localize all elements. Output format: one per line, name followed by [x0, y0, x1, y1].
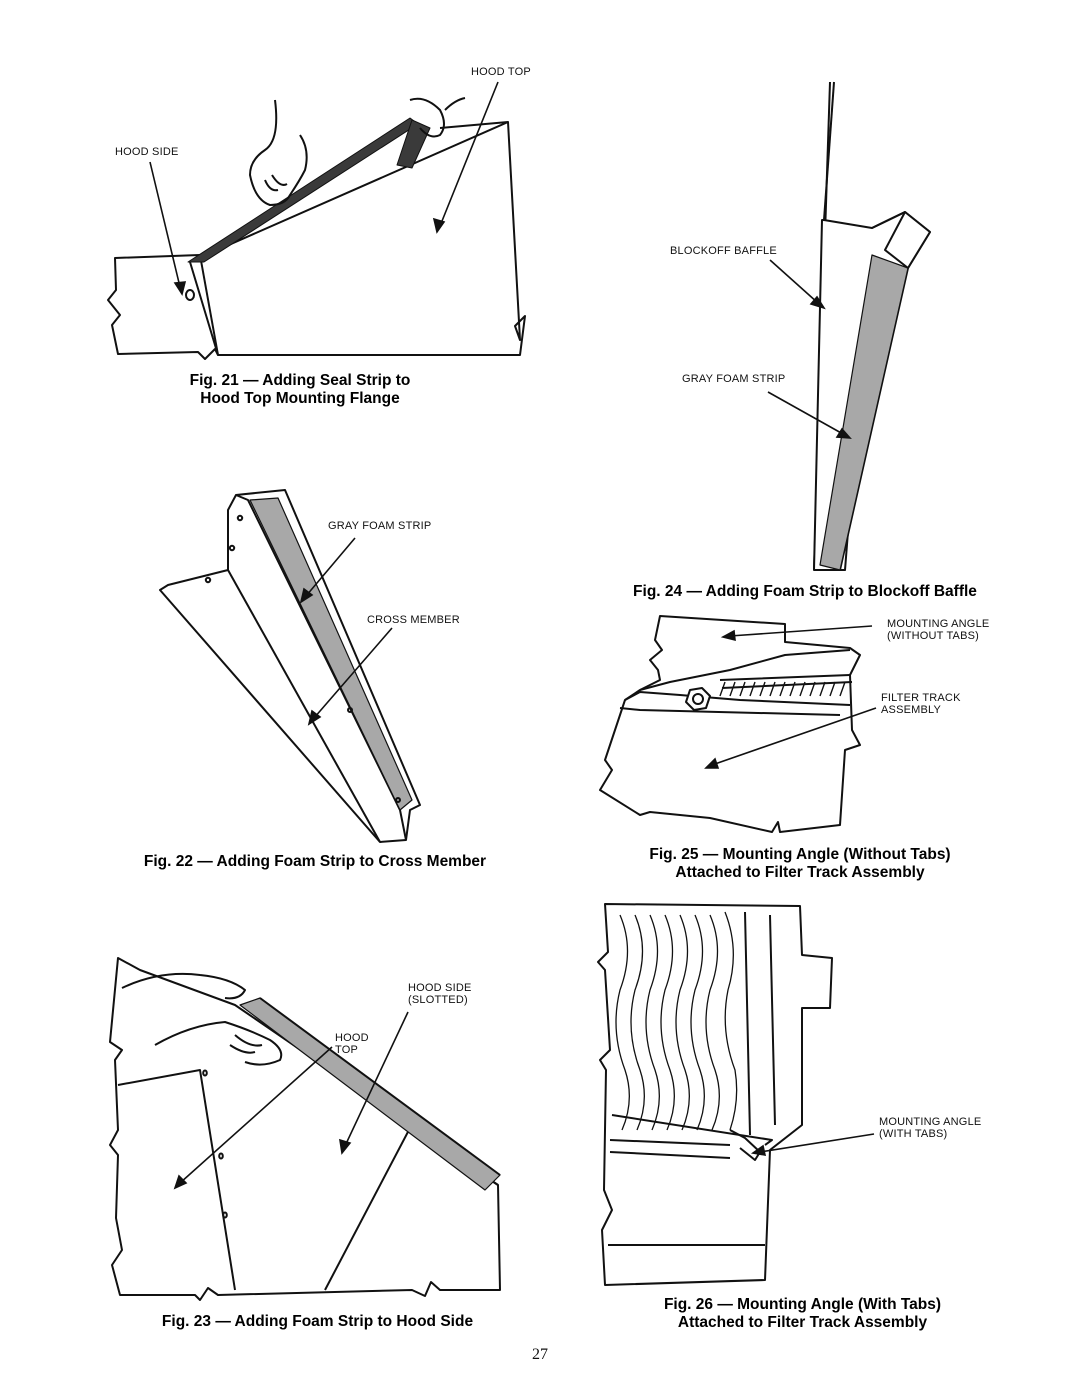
figure-24-drawing [767, 81, 931, 571]
figure-26-caption: Fig. 26 — Mounting Angle (With Tabs) Att… [625, 1296, 980, 1332]
page-number: 27 [532, 1346, 548, 1363]
figure-21-illustration: HOOD TOP HOOD SIDE [0, 0, 540, 370]
figure-26-illustration: MOUNTING ANGLE (WITH TABS) [540, 890, 1080, 1300]
label-line: ASSEMBLY [881, 704, 942, 716]
caption-line: Fig. 26 — Mounting Angle (With Tabs) [663, 1296, 942, 1313]
label-mounting-angle-with-tabs: MOUNTING ANGLE (WITH TABS) [879, 1116, 981, 1140]
caption-line: Fig. 21 — Adding Seal Strip to [189, 372, 411, 389]
figure-22-caption: Fig. 22 — Adding Foam Strip to Cross Mem… [143, 853, 487, 870]
label-line: HOOD [335, 1032, 369, 1044]
caption-line: Attached to Filter Track Assembly [675, 864, 925, 881]
caption-line: Fig. 25 — Mounting Angle (Without Tabs) [649, 846, 951, 863]
label-hood-top: HOOD TOP [335, 1032, 369, 1056]
figure-25-caption: Fig. 25 — Mounting Angle (Without Tabs) … [615, 846, 985, 882]
figure-25-illustration: MOUNTING ANGLE (WITHOUT TABS) FILTER TRA… [540, 600, 1080, 840]
label-blockoff-baffle: BLOCKOFF BAFFLE [670, 245, 777, 257]
label-hood-top: HOOD TOP [471, 66, 531, 78]
figure-26-drawing [597, 903, 875, 1286]
caption-line: Hood Top Mounting Flange [200, 390, 400, 407]
figure-23-illustration: HOOD SIDE (SLOTTED) HOOD TOP [0, 950, 540, 1310]
label-line: (SLOTTED) [408, 994, 468, 1006]
figure-21-drawing [107, 81, 526, 360]
figure-23-drawing [109, 957, 501, 1301]
label-line: (WITH TABS) [879, 1128, 948, 1140]
figure-24-illustration: BLOCKOFF BAFFLE GRAY FOAM STRIP [540, 0, 1080, 580]
label-cross-member: CROSS MEMBER [367, 614, 460, 626]
figure-25-drawing [599, 615, 877, 833]
figure-24-caption: Fig. 24 — Adding Foam Strip to Blockoff … [633, 583, 977, 600]
label-line: (WITHOUT TABS) [887, 630, 980, 642]
label-line: FILTER TRACK [881, 692, 961, 704]
label-gray-foam-strip: GRAY FOAM STRIP [328, 520, 432, 532]
figure-22-illustration: GRAY FOAM STRIP CROSS MEMBER [0, 470, 540, 850]
figure-23-caption: Fig. 23 — Adding Foam Strip to Hood Side [161, 1313, 474, 1330]
label-gray-foam-strip: GRAY FOAM STRIP [682, 373, 786, 385]
label-line: MOUNTING ANGLE [887, 618, 990, 630]
label-line: MOUNTING ANGLE [879, 1116, 982, 1128]
label-mounting-angle-without-tabs: MOUNTING ANGLE (WITHOUT TABS) [887, 618, 989, 642]
caption-line: Attached to Filter Track Assembly [677, 1314, 928, 1331]
label-line: TOP [335, 1044, 359, 1056]
label-hood-side-slotted: HOOD SIDE (SLOTTED) [408, 982, 472, 1006]
label-filter-track-assembly: FILTER TRACK ASSEMBLY [881, 692, 961, 716]
label-line: HOOD SIDE [408, 982, 472, 994]
label-hood-side: HOOD SIDE [115, 146, 179, 158]
figure-21-caption: Fig. 21 — Adding Seal Strip to Hood Top … [160, 372, 440, 408]
figure-22-drawing [159, 489, 421, 843]
